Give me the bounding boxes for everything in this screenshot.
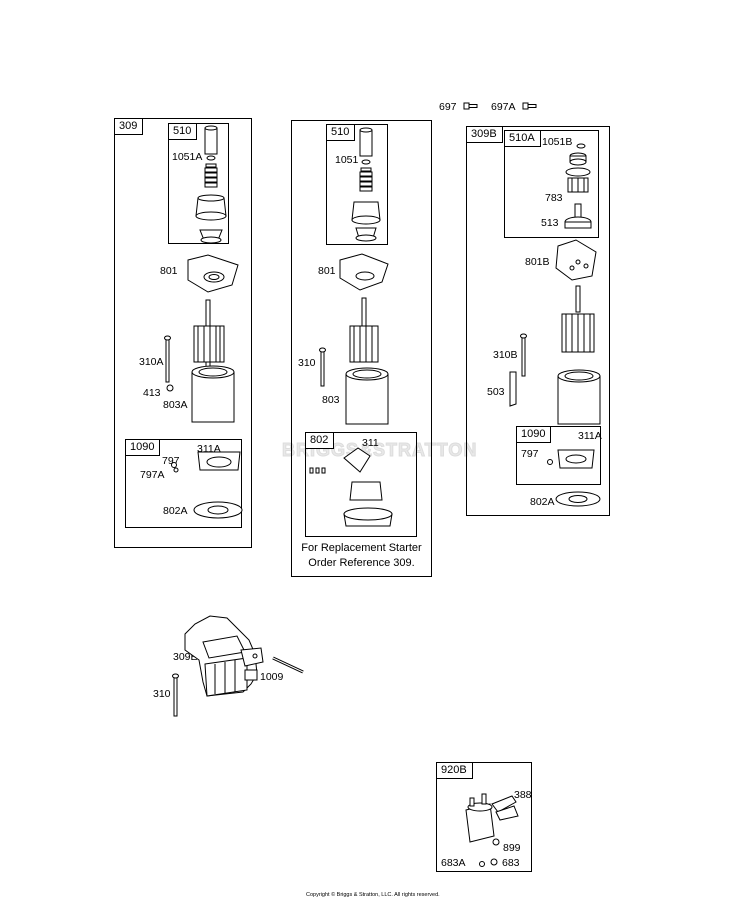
label-802a: 802A [163,505,188,517]
group-309b-tag: 309B [467,127,503,143]
label-1051b: 1051B [542,136,573,148]
group-920b-frame: 920B [436,762,532,872]
subgroup-510a-frame: 510A [504,130,599,238]
subgroup-1090-frame: 1090 [125,439,242,528]
replacement-note-line1: For Replacement Starter [301,542,422,554]
subgroup-802-tag: 802 [306,433,335,449]
label-b-797: 797 [521,448,539,460]
label-b-311a: 311A [578,430,602,442]
solenoid-drawing [460,790,530,870]
label-683: 683 [502,857,520,869]
label-697a: 697A [491,101,516,113]
group-309-parts-drawing [150,120,250,530]
group-309b-parts-drawing [480,128,605,513]
subgroup-510a-tag: 510A [505,131,541,147]
label-mid-801: 801 [318,265,336,277]
label-1051a: 1051A [172,151,203,163]
mid-subgroup-510-tag: 510 [327,125,356,141]
screw-697a-icon [523,102,537,110]
subgroup-1090-tag: 1090 [126,440,161,456]
label-mid-311: 311 [362,437,379,449]
group-309-frame: 309 [114,118,252,548]
group-middle-parts-drawing [300,122,420,532]
label-899: 899 [503,842,521,854]
screw-697-icon [464,102,478,110]
group-middle-frame [291,120,432,577]
label-starter-310: 310 [153,688,171,700]
subgroup-802-frame: 802 [305,432,417,537]
label-mid-803: 803 [322,394,340,406]
mid-subgroup-510-frame: 510 [326,124,388,245]
label-310b: 310B [493,349,518,361]
copyright-text: Copyright © Briggs & Stratton, LLC. All … [306,892,440,898]
label-783: 783 [545,192,563,204]
replacement-note: For Replacement Starter Order Reference … [292,541,431,571]
b-subgroup-1090-tag: 1090 [517,427,552,443]
label-801b: 801B [525,256,550,268]
label-697: 697 [439,101,457,113]
group-920b-tag: 920B [437,763,473,779]
subgroup-510-frame: 510 [168,123,229,244]
label-683a: 683A [441,857,466,869]
label-413: 413 [143,387,161,399]
replacement-note-line2: Order Reference 309. [308,557,415,569]
group-309-tag: 309 [115,119,144,135]
label-801: 801 [160,265,178,277]
label-b-802a: 802A [530,496,555,508]
starter-assembly-drawing [165,612,315,722]
group-309b-frame: 309B [466,126,610,516]
label-1051: 1051 [335,154,359,166]
label-388: 388 [514,789,532,801]
label-797a: 797A [140,469,165,481]
label-mid-310: 310 [298,357,316,369]
label-1009: 1009 [260,671,284,683]
b-subgroup-1090-frame: 1090 [516,426,601,485]
label-503: 503 [487,386,505,398]
subgroup-510-tag: 510 [169,124,198,140]
label-513: 513 [541,217,559,229]
label-803a: 803A [163,399,188,411]
label-310a: 310A [139,356,164,368]
